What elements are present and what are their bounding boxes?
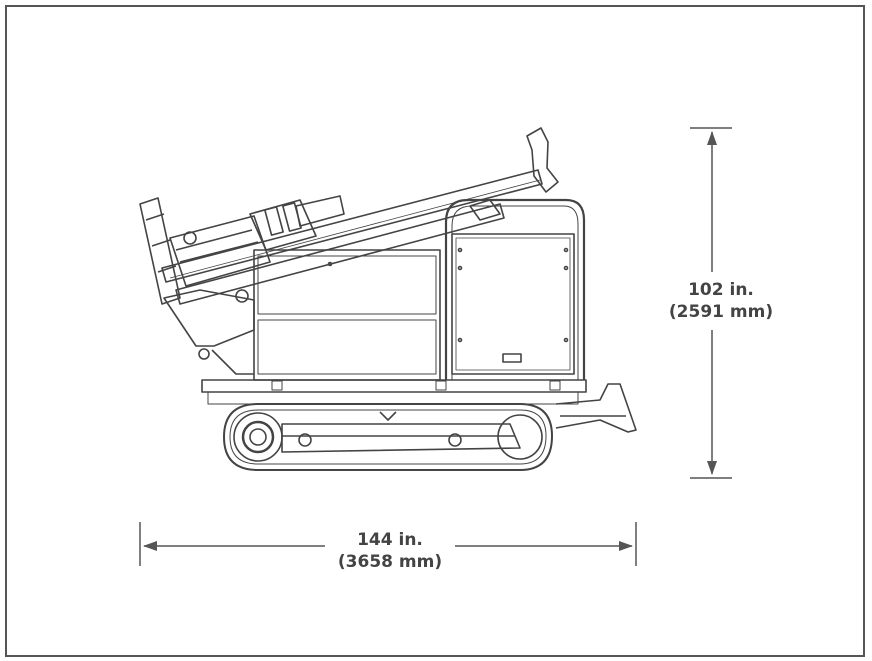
idler-wheel [497, 414, 543, 460]
height-dimension [690, 127, 732, 479]
engine-housing [451, 233, 575, 375]
height-inches-label: 102 in. [666, 279, 776, 301]
mast-top [526, 127, 559, 193]
rear-blade [555, 383, 637, 433]
width-mm-label: (3658 mm) [318, 551, 462, 573]
drill-rig [139, 127, 637, 471]
width-inches-label: 144 in. [330, 529, 450, 551]
drive-sprocket [233, 412, 283, 462]
width-dimension [139, 522, 637, 566]
front-vise [139, 197, 255, 375]
main-cabinet [253, 249, 441, 381]
roll-cage [444, 198, 586, 380]
frame-rail [201, 379, 587, 405]
height-mm-label: (2591 mm) [648, 301, 794, 323]
rotary-head [169, 195, 345, 287]
crawler-track [223, 403, 553, 471]
drill-mast [161, 127, 559, 305]
